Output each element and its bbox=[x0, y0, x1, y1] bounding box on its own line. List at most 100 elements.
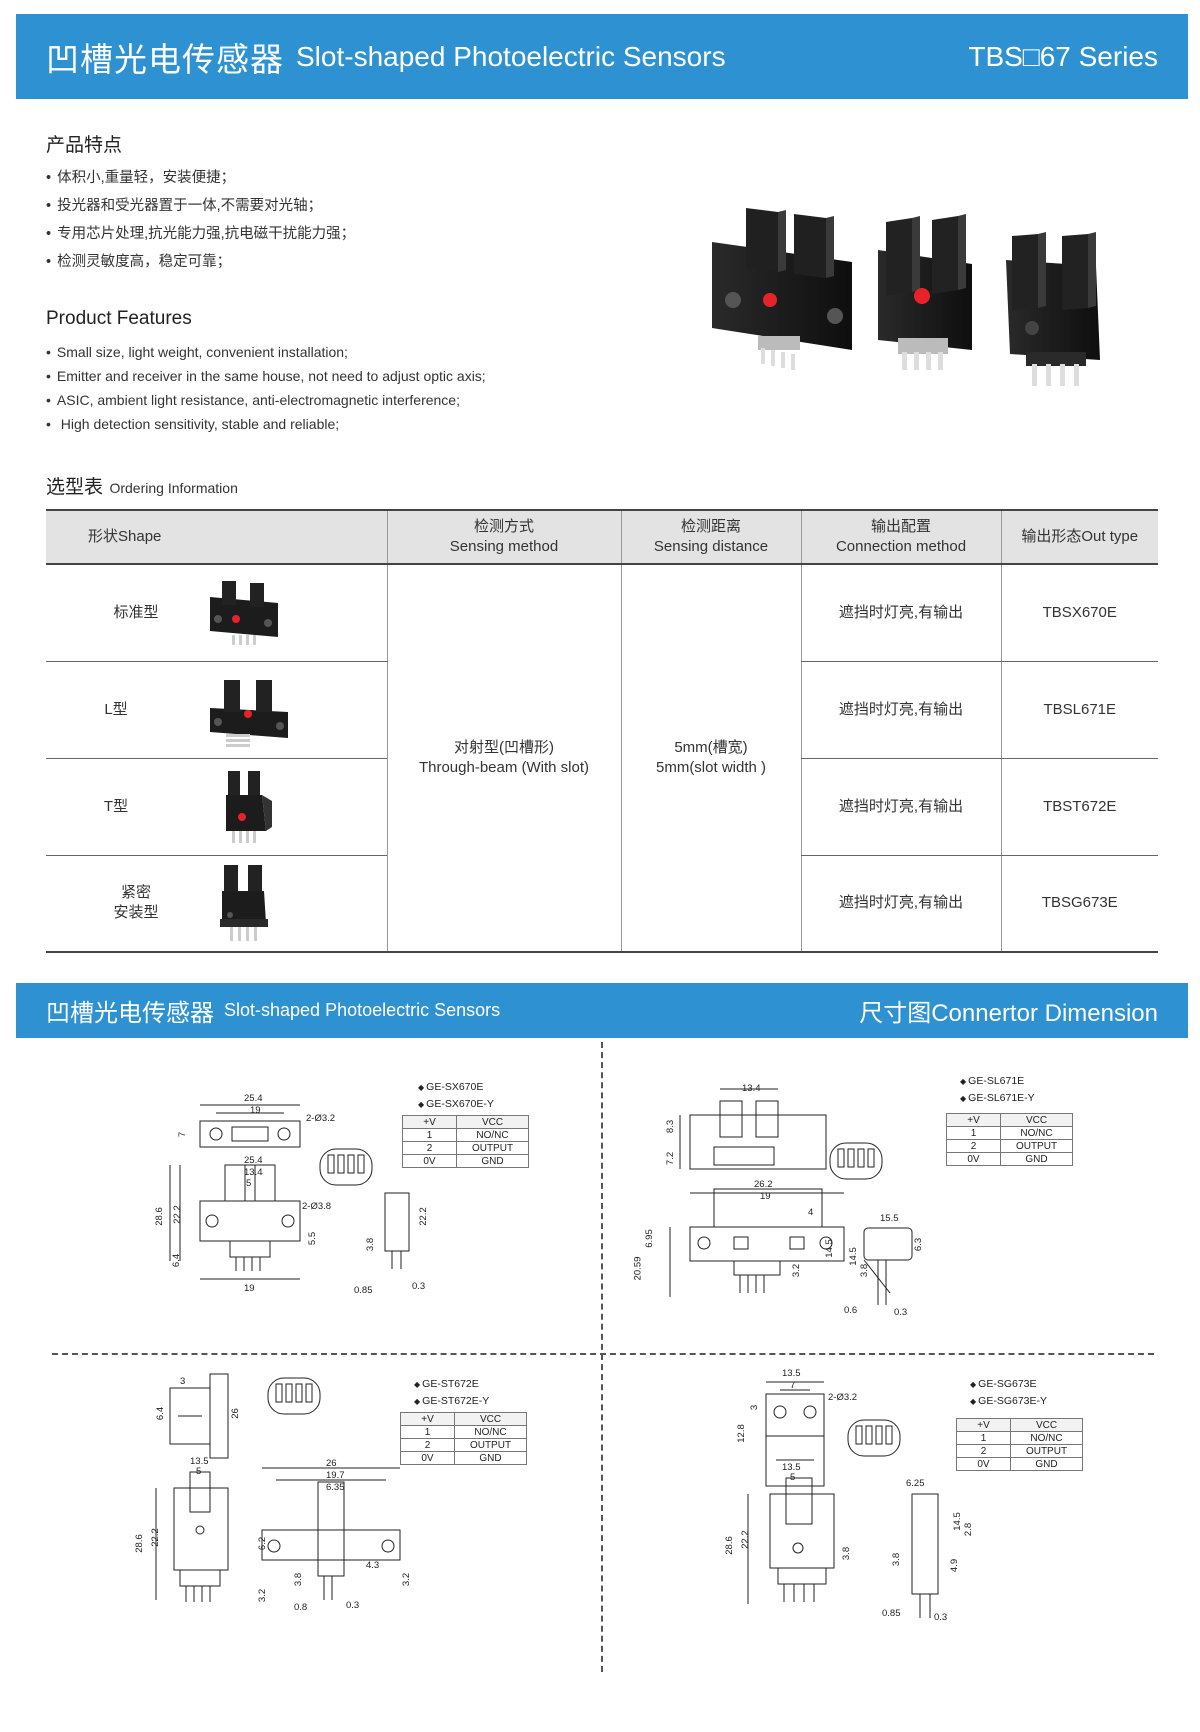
drawing-st672e: 3 6.4 26 13.5 5 28.6 22.2 26 19.7 6.35 6… bbox=[30, 1368, 590, 1668]
pin-label: +V bbox=[946, 1113, 1001, 1127]
ordering-title-zh: 选型表 bbox=[46, 477, 104, 498]
pin-label: +V bbox=[956, 1418, 1011, 1432]
col-header-distance-zh: 检测距离 bbox=[680, 518, 741, 535]
dim-label: 14.5 bbox=[951, 1512, 963, 1531]
connection-cell: 遮挡时灯亮,有输出 bbox=[800, 564, 1001, 662]
dim-label: 4.9 bbox=[949, 1558, 961, 1573]
dim-label: 2-Ø3.8 bbox=[302, 1201, 332, 1212]
list-item: 投光器和受光器置于一体,不需要对光轴； bbox=[46, 192, 355, 220]
banner-title-zh: 凹槽光电传感器 bbox=[46, 40, 284, 78]
pin-function: VCC bbox=[454, 1412, 527, 1426]
sensing-distance-zh: 5mm(槽宽) bbox=[674, 739, 748, 756]
vertical-divider bbox=[601, 1042, 603, 1672]
shape-name: T型 bbox=[103, 797, 129, 815]
sensor-photo-compact bbox=[1006, 232, 1100, 386]
dim-label: 7.2 bbox=[665, 1151, 677, 1166]
dim-label: 13.4 bbox=[244, 1167, 263, 1178]
list-item: Emitter and receiver in the same house, … bbox=[46, 364, 486, 388]
pin-function: OUTPUT bbox=[456, 1141, 529, 1155]
dim-label: 22.2 bbox=[171, 1205, 183, 1224]
model-cell: TBSL671E bbox=[1000, 661, 1158, 759]
pin-label: 0V bbox=[956, 1457, 1011, 1471]
pin-label: 0V bbox=[946, 1152, 1001, 1166]
dim-label: 26 bbox=[326, 1458, 337, 1469]
dimension-drawings: 25.4 19 7 2-Ø3.2 25.4 13.4 5 28.6 22.2 2… bbox=[0, 1038, 1200, 1678]
outline-sx670e bbox=[169, 1104, 410, 1280]
banner-title-en: Slot-shaped Photoelectric Sensors bbox=[296, 40, 726, 72]
pin-function: OUTPUT bbox=[454, 1438, 527, 1452]
drawing-sx670e: 25.4 19 7 2-Ø3.2 25.4 13.4 5 28.6 22.2 2… bbox=[30, 1043, 590, 1343]
model-code: GE-SX670E-Y bbox=[418, 1096, 494, 1113]
dim-label: 6.25 bbox=[906, 1478, 925, 1489]
drawing-sg673e: 13.5 7 2-Ø3.2 3 12.8 13.5 5 28.6 22.2 3.… bbox=[630, 1368, 1190, 1668]
dim-label: 6.3 bbox=[913, 1237, 925, 1252]
shape-name: L型 bbox=[104, 700, 128, 718]
dim-label: 19 bbox=[244, 1283, 255, 1294]
outline-st672e bbox=[155, 1373, 401, 1602]
model-list: GE-SG673E GE-SG673E-Y bbox=[970, 1376, 1047, 1410]
dim-label: 28.6 bbox=[133, 1534, 145, 1553]
dim-label: 8.3 bbox=[665, 1119, 677, 1134]
pin-function: NO/NC bbox=[454, 1425, 527, 1439]
dim-label: 2.8 bbox=[963, 1522, 975, 1537]
dim-label: 3.8 bbox=[365, 1237, 377, 1252]
shape-cell: 紧密 安装型 bbox=[46, 855, 387, 953]
shape-name: 紧密 安装型 bbox=[86, 883, 186, 923]
dim-label: 22.2 bbox=[739, 1530, 751, 1549]
col-header-shape: 形状Shape bbox=[46, 509, 387, 565]
shape-name: 标准型 bbox=[113, 603, 159, 621]
dim-label: 5 bbox=[790, 1472, 796, 1483]
col-header-outtype: 输出形态Out type bbox=[1000, 509, 1158, 565]
dim-label: 3.8 bbox=[891, 1552, 903, 1567]
shape-cell: T型 bbox=[46, 758, 387, 856]
features-zh-list: 体积小,重量轻，安装便捷； 投光器和受光器置于一体,不需要对光轴； 专用芯片处理… bbox=[46, 164, 355, 276]
dim-label: 5 bbox=[246, 1178, 252, 1189]
sensor-photo-l-type bbox=[878, 214, 972, 370]
dim-label: 13.4 bbox=[742, 1083, 761, 1094]
dim-label: 0.8 bbox=[294, 1602, 308, 1613]
dim-label: 6.4 bbox=[155, 1406, 167, 1421]
ordering-title-en: Ordering Information bbox=[109, 480, 238, 496]
sensor-thumb-l-type bbox=[210, 679, 288, 747]
dim-label: 3.8 bbox=[293, 1572, 305, 1587]
pin-label: 1 bbox=[956, 1431, 1011, 1445]
model-cell: TBSX670E bbox=[1000, 564, 1158, 662]
pin-function: GND bbox=[1010, 1457, 1083, 1471]
dim-label: 19.7 bbox=[326, 1470, 345, 1481]
dim-label: 0.6 bbox=[844, 1305, 858, 1316]
pin-label: 2 bbox=[956, 1444, 1011, 1458]
model-code: GE-SL671E-Y bbox=[960, 1090, 1035, 1107]
dim-label: 4 bbox=[808, 1207, 814, 1218]
pin-label: 2 bbox=[402, 1141, 457, 1155]
dim-label: 13.5 bbox=[190, 1456, 209, 1467]
col-header-outtype-text: 输出形态Out type bbox=[1021, 528, 1139, 545]
dim-label: 4.3 bbox=[366, 1560, 380, 1571]
dim-label: 0.3 bbox=[894, 1307, 908, 1318]
horizontal-divider bbox=[52, 1353, 1154, 1355]
dim-label: 25.4 bbox=[244, 1155, 263, 1166]
pin-function: GND bbox=[1000, 1152, 1073, 1166]
dim-label: 20.59 bbox=[632, 1256, 644, 1281]
list-item: 检测灵敏度高，稳定可靠； bbox=[46, 248, 355, 276]
table-row: 标准型 对射型(凹槽形) Through-beam (With slot) 5m… bbox=[46, 564, 1158, 953]
dim-label: 14.5 bbox=[847, 1247, 859, 1266]
dim-label: 13.5 bbox=[782, 1368, 801, 1379]
dim-label: 3 bbox=[749, 1404, 761, 1411]
outline-sg673e bbox=[747, 1381, 939, 1618]
features-en-heading: Product Features bbox=[46, 308, 192, 329]
outline-sl671e bbox=[669, 1088, 913, 1305]
pin-function: VCC bbox=[456, 1115, 529, 1129]
sensing-distance-cell: 5mm(槽宽) 5mm(slot width ) bbox=[620, 564, 801, 953]
table-row: T型 遮挡时灯亮,有输出 TBST672E bbox=[46, 758, 1158, 856]
pin-function: OUTPUT bbox=[1010, 1444, 1083, 1458]
model-code: GE-SG673E bbox=[970, 1376, 1047, 1393]
dim-label: 13.5 bbox=[782, 1462, 801, 1473]
dim-label: 3.8 bbox=[841, 1546, 853, 1561]
model-code: GE-SL671E bbox=[960, 1073, 1035, 1090]
pin-label: 1 bbox=[402, 1128, 457, 1142]
model-list: GE-ST672E GE-ST672E-Y bbox=[414, 1376, 489, 1410]
list-item: 专用芯片处理,抗光能力强,抗电磁干扰能力强； bbox=[46, 220, 355, 248]
